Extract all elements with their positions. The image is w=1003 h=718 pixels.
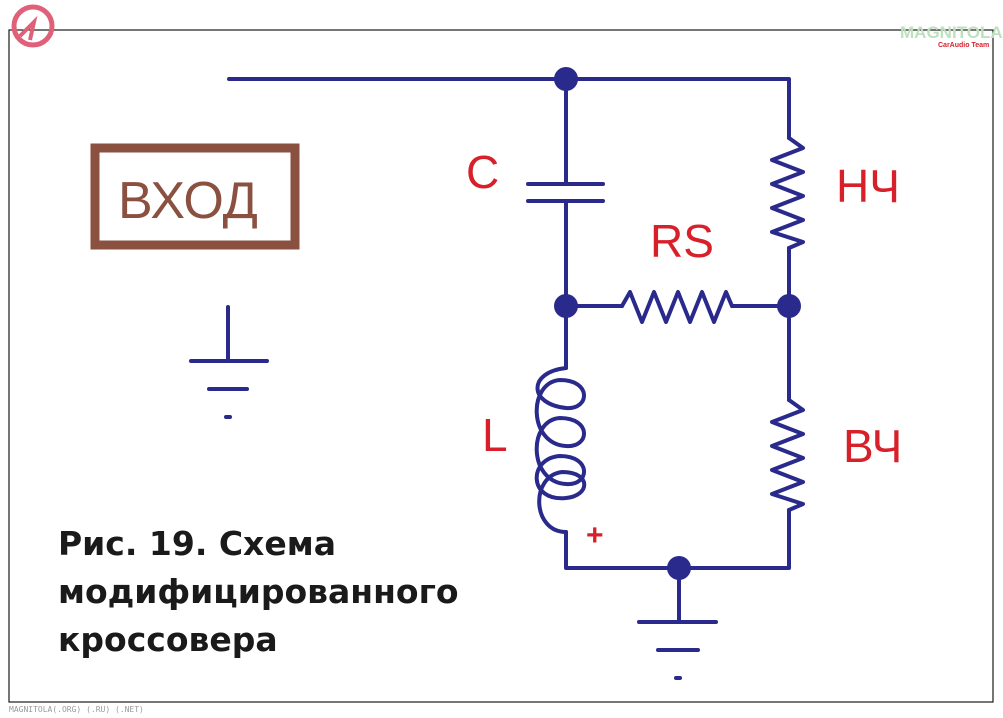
label-polarity: + [586, 519, 604, 552]
input-box: ВХОД [90, 143, 300, 250]
label-capacitor: C [466, 146, 499, 198]
magnitola-logo: MAGNITOLA CarAudio Team [900, 23, 1003, 49]
label-resistor-low: НЧ [836, 160, 900, 212]
page-frame [8, 29, 994, 703]
label-resistor-high: ВЧ [843, 420, 902, 472]
figure-caption: Рис. 19. Схема модифицированного кроссов… [58, 524, 459, 659]
label-inductor: L [482, 409, 508, 461]
circular-logo-icon [11, 4, 55, 48]
inductor-l [534, 366, 587, 534]
capacitor-c [526, 182, 605, 203]
junction-middle-left [554, 294, 578, 318]
resistor-rs [620, 290, 734, 324]
junction-bottom [667, 556, 691, 580]
caption-line-2: модифицированного [58, 572, 459, 611]
wire-top [227, 77, 791, 140]
resistor-lf [770, 136, 805, 250]
logo-name: MAGNITOLA [900, 23, 1003, 42]
ground-symbol-input [189, 305, 269, 419]
label-resistor-series: RS [650, 215, 714, 267]
caption-line-1: Рис. 19. Схема [58, 524, 336, 563]
watermark: MAGNITOLA(.ORG) (.RU) (.NET) [9, 705, 144, 714]
junction-top [554, 67, 578, 91]
resistor-hf [770, 398, 805, 512]
junction-middle-right [777, 294, 801, 318]
logo-tagline: CarAudio Team [938, 42, 989, 49]
caption-line-3: кроссовера [58, 620, 278, 659]
input-label: ВХОД [118, 172, 258, 230]
ground-symbol-circuit [637, 620, 718, 680]
